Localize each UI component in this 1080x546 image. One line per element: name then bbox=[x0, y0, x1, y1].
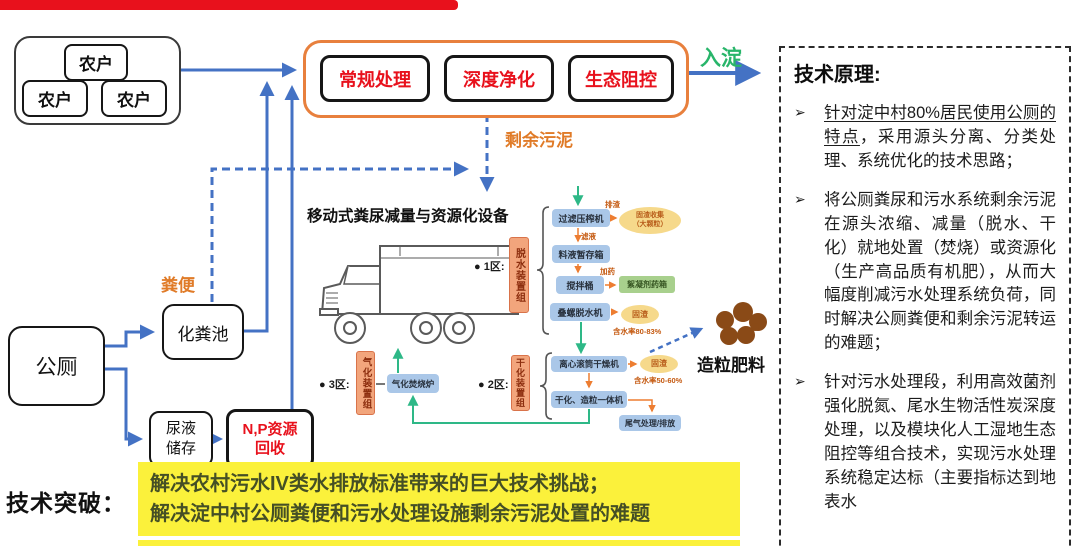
farmer-box: 农户 bbox=[101, 80, 167, 117]
outflow-to-lake-label: 入淀 bbox=[700, 47, 742, 70]
np-recovery-box: N,P资源回收 bbox=[226, 409, 314, 469]
breakthrough-label: 技术突破： bbox=[6, 490, 126, 516]
solid-residue-oval-1: 固渣 bbox=[621, 305, 659, 324]
septic-tank-box: 化粪池 bbox=[162, 304, 244, 360]
mobile-unit-title: 移动式粪尿减量与资源化设备 bbox=[307, 208, 509, 225]
principle-text: 针对污水处理段，利用高效菌剂强化脱氮、尾水生物活性炭深度处理，以及模块化人工湿地… bbox=[824, 373, 1056, 511]
urine-storage-line1: 尿液 bbox=[165, 419, 196, 437]
truck-illustration bbox=[319, 245, 519, 344]
principle-underlined-text: 针对淀中村80%居民使用公厕的特点 bbox=[824, 104, 1056, 146]
arrow-bullet-icon: ➢ bbox=[794, 190, 806, 207]
principle-text: 将公厕粪尿和污水系统剩余污泥在源头浓缩、减量（脱水、干化）就地处置（焚烧）或资源… bbox=[824, 190, 1056, 353]
zone2-group-label: 干化装置组 bbox=[511, 355, 530, 411]
arrow-toilet-to-urine bbox=[105, 367, 143, 447]
principle-item: ➢ 将公厕粪尿和污水系统剩余污泥在源头浓缩、减量（脱水、干化）就地处置（焚烧）或… bbox=[794, 189, 1056, 356]
drum-dryer-box: 离心滚筒干燥机 bbox=[551, 356, 627, 372]
arrow-to-fertilizer bbox=[649, 327, 704, 354]
treatment-pipeline-container: 常规处理 深度净化 生态阻控 bbox=[303, 40, 689, 118]
breakthrough-line1: 解决农村污水IV类水排放标准带来的巨大技术挑战； bbox=[150, 473, 609, 495]
stage-label: 深度净化 bbox=[463, 69, 535, 90]
solid-residue-oval-2: 固渣 bbox=[640, 355, 678, 373]
liquid-storage-box: 料液暂存箱 bbox=[552, 245, 610, 263]
public-toilet-label: 公厕 bbox=[35, 356, 78, 379]
zone-braces bbox=[376, 206, 553, 420]
principle-rest-text: ，采用源头分离、分类处理、系统优化的技术思路； bbox=[824, 127, 1057, 170]
exhaust-treatment-box: 尾气处理/排放 bbox=[619, 415, 681, 431]
surplus-sludge-label: 剩余污泥 bbox=[505, 131, 573, 150]
arrow-bullet-icon: ➢ bbox=[794, 373, 806, 390]
arrow-feces-to-mobile-unit bbox=[210, 161, 469, 302]
urine-storage-box: 尿液储存 bbox=[149, 411, 213, 467]
solid-collection-line1: 固渣收集 bbox=[636, 212, 664, 220]
gasification-incinerator-box: 气化焚烧炉 bbox=[387, 374, 439, 393]
urine-storage-line2: 储存 bbox=[165, 440, 196, 457]
dosing-arrow-label: 加药 bbox=[600, 267, 615, 276]
principle-item: ➢ 针对污水处理段，利用高效菌剂强化脱氮、尾水生物活性炭深度处理，以及模块化人工… bbox=[794, 371, 1056, 515]
farmers-group: 农户 农户 农户 bbox=[14, 36, 181, 125]
principle-text: 针对淀中村80%居民使用公厕的特点，采用源头分离、分类处理、系统优化的技术思路； bbox=[824, 102, 1056, 174]
zone1-group-label: 脱水装置组 bbox=[509, 237, 529, 313]
granulated-fertilizer-label: 造粒肥料 bbox=[697, 356, 765, 375]
filtrate-arrow-label: 滤液 bbox=[581, 232, 596, 241]
truck-cargo-box bbox=[379, 245, 519, 315]
technical-principles-panel: 技术原理: ➢ 针对淀中村80%居民使用公厕的特点，采用源头分离、分类处理、系统… bbox=[779, 46, 1071, 546]
solid-collection-line2: （大颗粒） bbox=[632, 220, 668, 228]
flocculant-box: 絮凝剂药箱 bbox=[619, 276, 675, 293]
stage-label: 常规处理 bbox=[339, 69, 411, 90]
public-toilet-box: 公厕 bbox=[8, 326, 105, 406]
solid-collection-oval: 固渣收集（大颗粒） bbox=[619, 207, 681, 234]
stage-deep-purification: 深度净化 bbox=[444, 55, 554, 102]
top-accent-bar bbox=[0, 0, 458, 10]
orange-process-arrows bbox=[574, 214, 656, 413]
breakthrough-line2: 解决淀中村公厕粪便和污水处理设施剩余污泥处置的难题 bbox=[150, 503, 650, 525]
stage-label: 生态阻控 bbox=[585, 69, 657, 90]
farmer-box: 农户 bbox=[22, 80, 88, 117]
principle-item: ➢ 针对淀中村80%居民使用公厕的特点，采用源头分离、分类处理、系统优化的技术思… bbox=[794, 102, 1056, 174]
stage-ecological-control: 生态阻控 bbox=[568, 55, 674, 102]
dashed-flow-arrows bbox=[210, 114, 704, 354]
screw-dewaterer-box: 叠螺脱水机 bbox=[550, 303, 610, 321]
filter-press-box: 过滤压榨机 bbox=[552, 209, 610, 227]
zone3-group-label: 气化装置组 bbox=[356, 351, 375, 415]
farmer-label: 农户 bbox=[38, 91, 72, 110]
residue-arrow-label: 排渣 bbox=[605, 200, 620, 209]
principles-title: 技术原理: bbox=[794, 64, 881, 86]
blue-flow-arrows bbox=[105, 60, 762, 447]
np-recovery-line2: 回收 bbox=[254, 440, 285, 457]
farmer-label: 农户 bbox=[79, 55, 113, 74]
arrow-bullet-icon: ➢ bbox=[794, 104, 806, 120]
arrow-toilet-to-septic bbox=[105, 324, 155, 348]
moisture-label-2: 含水率50-60% bbox=[634, 376, 683, 385]
highlight-strip bbox=[138, 540, 740, 546]
stage-conventional-treatment: 常规处理 bbox=[320, 55, 430, 102]
green-recycle-arrows bbox=[392, 186, 590, 424]
feces-label: 粪便 bbox=[161, 276, 195, 295]
farmer-box: 农户 bbox=[64, 44, 128, 81]
fertilizer-granules bbox=[716, 302, 767, 345]
arrow-septic-up-to-pipeline bbox=[244, 81, 275, 333]
breakthrough-highlight: 解决农村污水IV类水排放标准带来的巨大技术挑战； 解决淀中村公厕粪便和污水处理设… bbox=[138, 462, 740, 536]
zone2-id: ● 2区: bbox=[478, 379, 509, 391]
moisture-label-1: 含水率80-83% bbox=[613, 327, 662, 336]
farmer-label: 农户 bbox=[117, 91, 151, 110]
mixing-tank-box: 搅拌桶 bbox=[556, 276, 604, 294]
zone3-id: ● 3区: bbox=[319, 379, 350, 391]
dry-granulate-machine-box: 干化、造粒一体机 bbox=[551, 391, 627, 408]
zone1-id: ● 1区: bbox=[474, 261, 505, 273]
septic-tank-label: 化粪池 bbox=[177, 324, 229, 344]
np-recovery-line1: N,P资源 bbox=[242, 420, 298, 438]
